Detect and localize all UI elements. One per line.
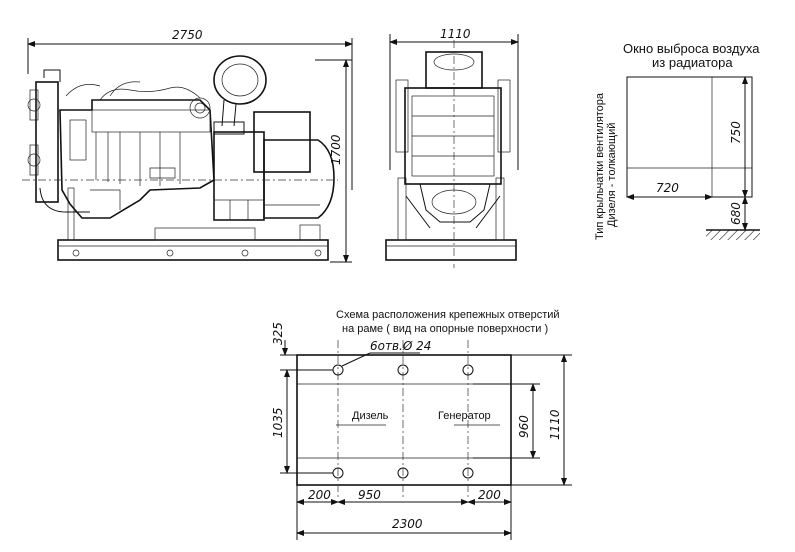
- side-generator-terminal-box: [253, 111, 311, 173]
- ground-hatch: [706, 230, 760, 240]
- mounting-hole: [397, 467, 409, 479]
- dim-outer-height: 1110: [548, 409, 562, 440]
- side-generator-body: [263, 139, 335, 219]
- mounting-hole: [397, 364, 409, 376]
- side-air-filter: [213, 55, 267, 105]
- dim-spacing: 950: [358, 488, 381, 502]
- front-base-frame: [385, 239, 517, 261]
- fan-note-line2: Дизеля - толкающий: [606, 123, 618, 227]
- dim-total-width: 2300: [392, 517, 423, 531]
- dim-left-height: 1035: [271, 407, 285, 438]
- outlet-ground-dim: 680: [729, 202, 743, 225]
- mounting-scheme: Схема расположения крепежных отверстий н…: [271, 309, 572, 540]
- dim-left-margin: 200: [308, 488, 331, 502]
- side-engine-block: [59, 99, 215, 219]
- dim-right-margin: 200: [478, 488, 501, 502]
- dim-top-offset: 325: [271, 322, 285, 345]
- scheme-title-line1: Схема расположения крепежных отверстий: [336, 309, 560, 321]
- side-width-dim: 2750: [172, 28, 203, 42]
- dim-inner-height: 960: [517, 415, 531, 438]
- side-base-frame: [57, 239, 329, 261]
- mounting-hole: [462, 364, 474, 376]
- outlet-title-line1: Окно выброса воздуха: [623, 41, 760, 56]
- side-height-dim: 1700: [329, 134, 343, 165]
- radiator-outlet-view: Окно выброса воздуха из радиатора 750 72…: [594, 41, 760, 240]
- mounting-hole: [462, 467, 474, 479]
- outlet-height-dim: 750: [729, 121, 743, 144]
- generator-label: Генератор: [438, 410, 491, 422]
- side-view: 2750 1700: [22, 28, 353, 263]
- mounting-frame: [296, 354, 512, 486]
- scheme-title-line2: на раме ( вид на опорные поверхности ): [342, 323, 548, 335]
- front-width-dim: 1110: [440, 27, 471, 41]
- front-view: 1110: [385, 27, 519, 268]
- outlet-title-line2: из радиатора: [652, 55, 733, 70]
- diesel-label: Дизель: [352, 410, 389, 422]
- holes-note: 6отв.Ø 24: [370, 339, 431, 353]
- side-radiator: [35, 81, 59, 203]
- fan-note-line1: Тип крыльчатки вентилятора: [594, 92, 606, 240]
- side-generator-front: [213, 131, 265, 221]
- outlet-width-dim: 720: [656, 181, 679, 195]
